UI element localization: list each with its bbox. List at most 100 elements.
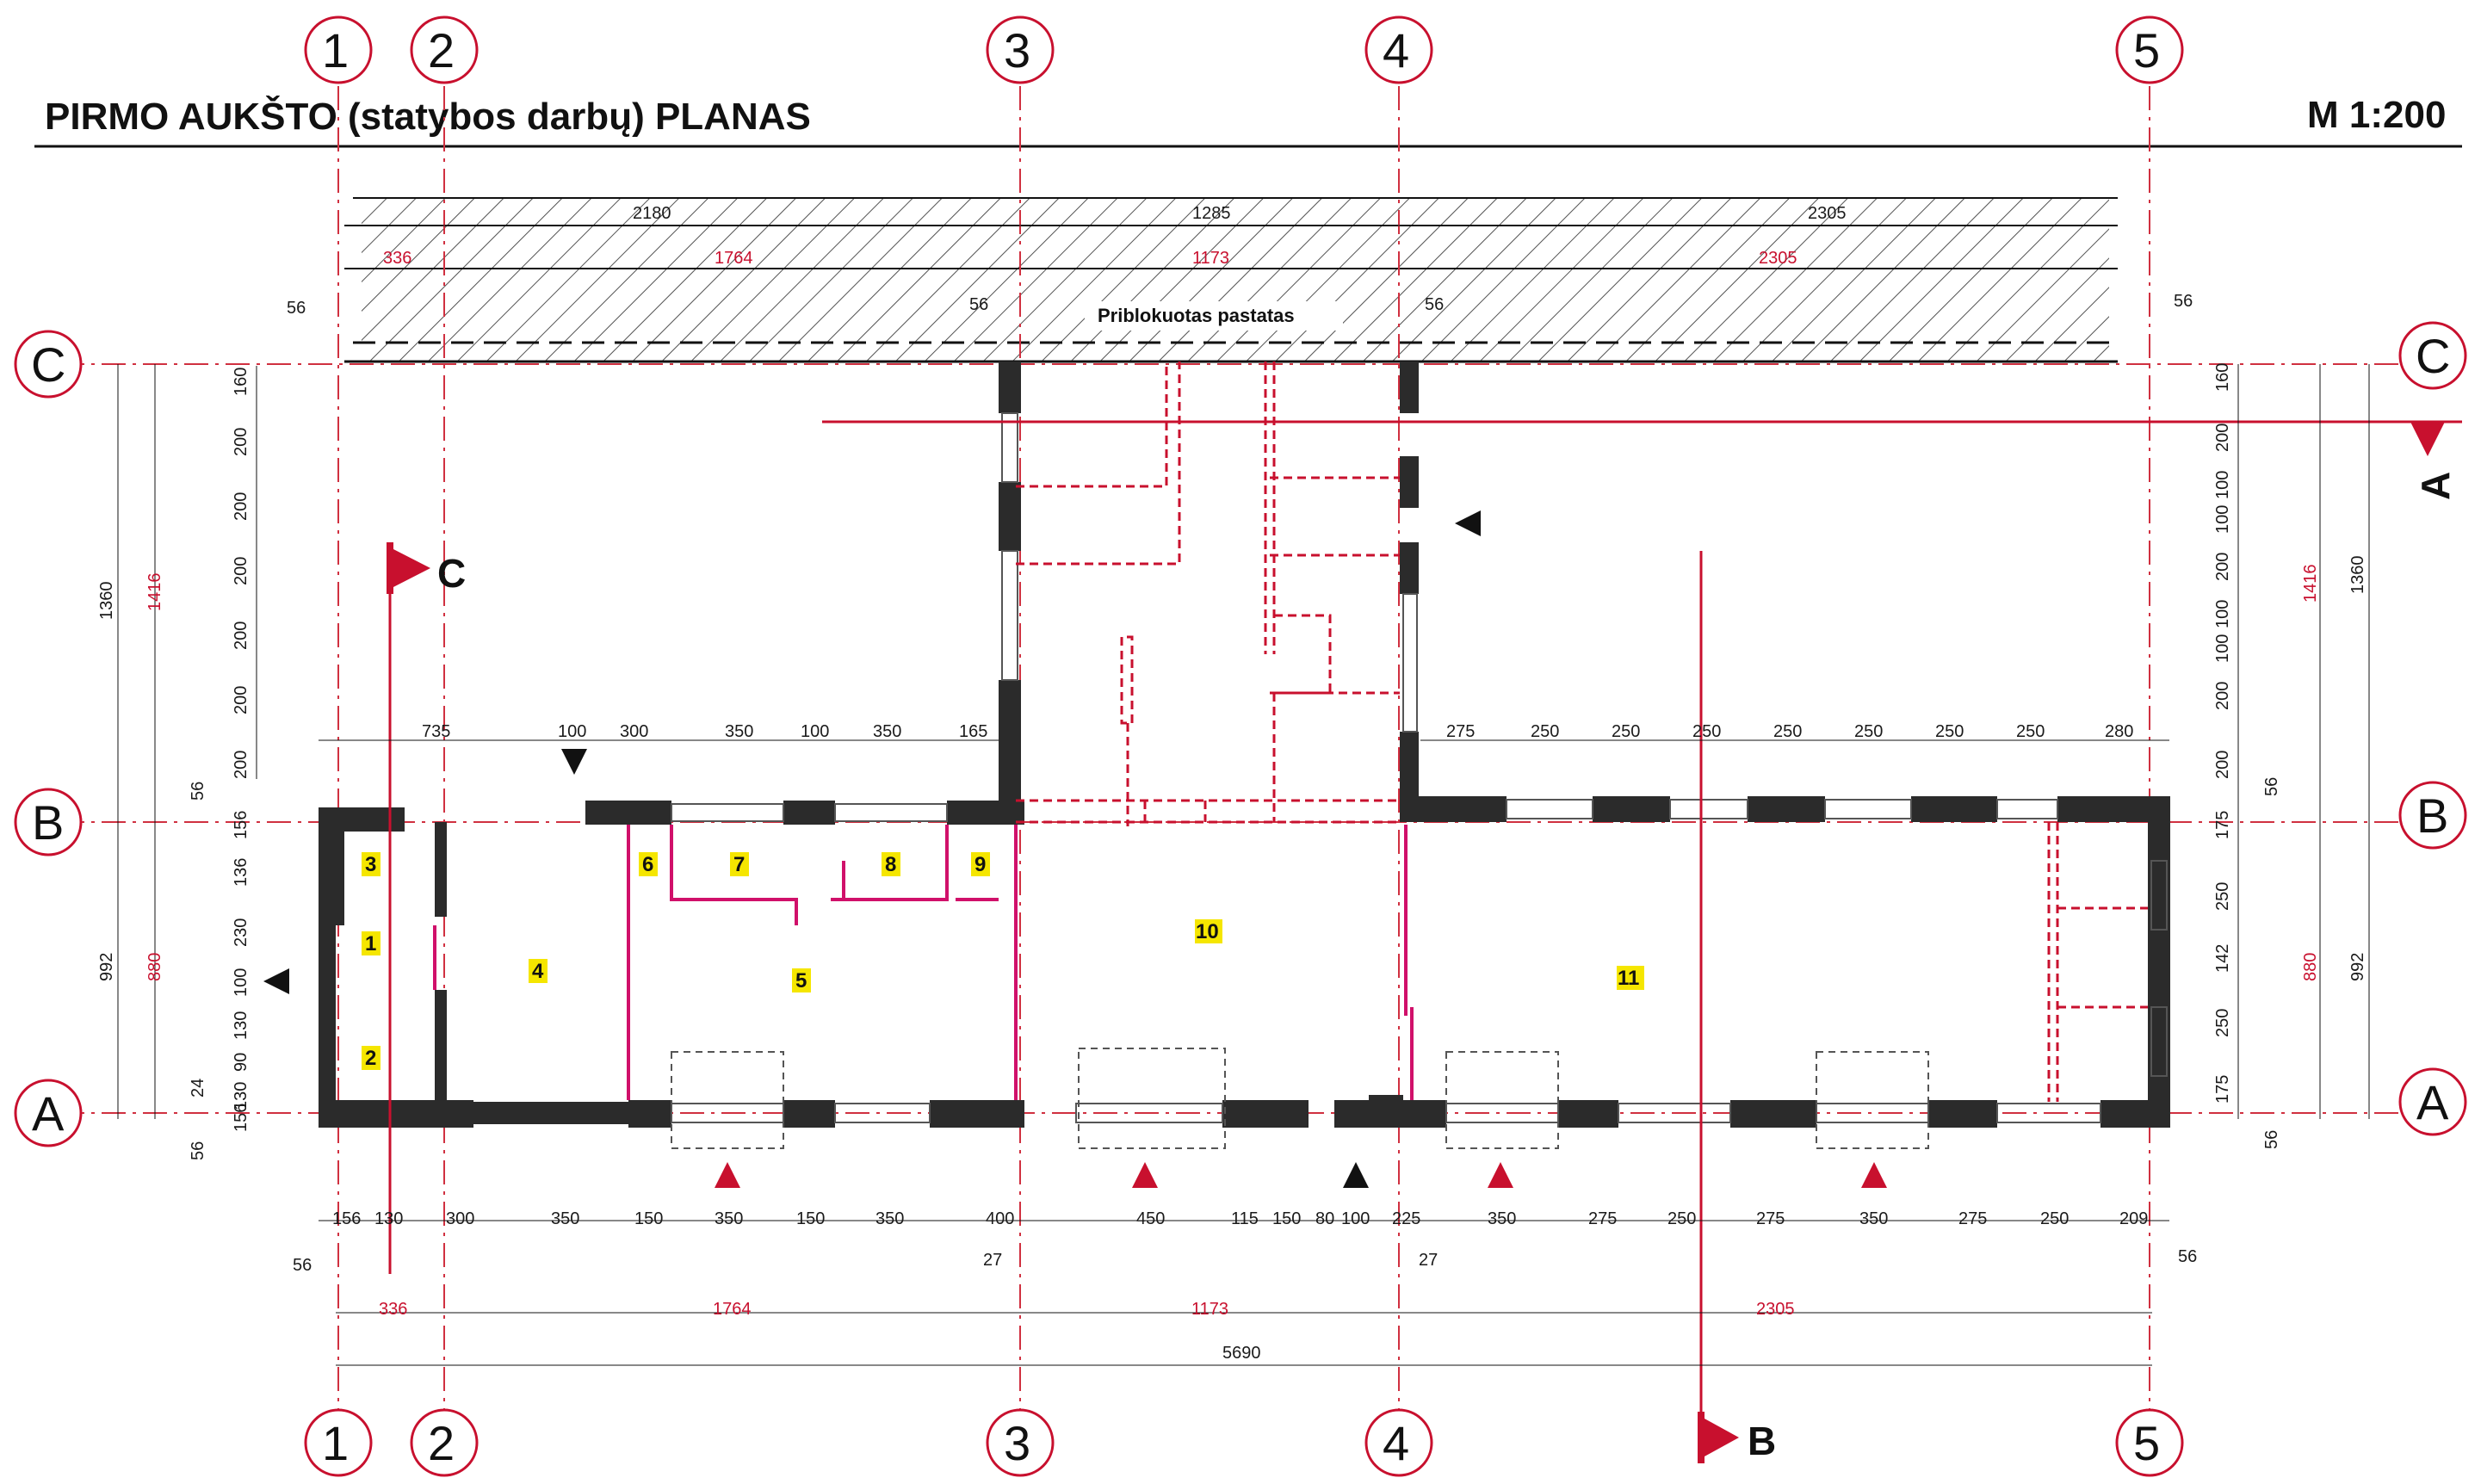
- svg-text:5: 5: [2133, 23, 2160, 77]
- svg-text:150: 150: [796, 1209, 825, 1228]
- svg-text:100: 100: [2213, 471, 2232, 499]
- svg-text:1173: 1173: [1191, 1300, 1228, 1319]
- svg-text:56: 56: [287, 299, 306, 318]
- svg-text:880: 880: [2301, 953, 2320, 981]
- svg-text:1: 1: [322, 1416, 349, 1470]
- svg-text:250: 250: [1612, 722, 1640, 741]
- svg-text:1: 1: [322, 23, 349, 77]
- svg-text:150: 150: [634, 1209, 663, 1228]
- svg-text:5690: 5690: [1222, 1344, 1261, 1363]
- svg-text:100: 100: [232, 968, 251, 997]
- svg-text:280: 280: [2105, 722, 2133, 741]
- axis-3-bottom: 3: [986, 1408, 1055, 1477]
- svg-text:100: 100: [558, 722, 586, 741]
- svg-text:230: 230: [232, 918, 251, 947]
- svg-text:1416: 1416: [145, 573, 164, 612]
- svg-text:250: 250: [1531, 722, 1559, 741]
- svg-text:56: 56: [969, 295, 988, 314]
- svg-text:8: 8: [885, 853, 896, 876]
- svg-text:130: 130: [232, 1082, 251, 1110]
- svg-text:250: 250: [2213, 1009, 2232, 1037]
- svg-text:56: 56: [2178, 1247, 2197, 1266]
- axis-3-top: 3: [986, 15, 1055, 84]
- svg-text:250: 250: [1667, 1209, 1696, 1228]
- svg-text:24: 24: [189, 1079, 207, 1098]
- svg-text:56: 56: [2262, 777, 2281, 796]
- svg-text:200: 200: [232, 492, 251, 521]
- svg-text:250: 250: [1854, 722, 1883, 741]
- plan-title: PIRMO AUKŠTO (statybos darbų) PLANAS: [45, 94, 811, 138]
- section-b-marker: B: [1698, 1412, 1776, 1463]
- svg-text:160: 160: [2213, 363, 2232, 392]
- svg-text:100: 100: [2213, 600, 2232, 628]
- svg-text:200: 200: [2213, 424, 2232, 452]
- svg-text:80: 80: [1315, 1209, 1334, 1228]
- svg-text:1764: 1764: [713, 1300, 752, 1319]
- svg-text:7: 7: [733, 853, 745, 876]
- svg-text:B: B: [32, 795, 64, 850]
- svg-text:100: 100: [2213, 505, 2232, 534]
- svg-text:156: 156: [232, 811, 251, 839]
- dimension-left: 160 200 200 200 200 200 200 56 156 136 2…: [97, 364, 257, 1160]
- svg-text:275: 275: [1756, 1209, 1785, 1228]
- axis-b-right: B: [2398, 781, 2467, 850]
- room-label-2: 2: [362, 1046, 381, 1070]
- axis-5-bottom: 5: [2115, 1408, 2184, 1477]
- svg-text:200: 200: [2213, 751, 2232, 779]
- svg-text:150: 150: [1272, 1209, 1301, 1228]
- adjacent-building: Priblokuotas pastatas: [344, 197, 2118, 363]
- svg-text:2305: 2305: [1759, 249, 1797, 268]
- adjacent-building-label: Priblokuotas pastatas: [1098, 305, 1295, 326]
- svg-text:4: 4: [1383, 1416, 1409, 1470]
- svg-text:200: 200: [2213, 682, 2232, 710]
- svg-text:880: 880: [145, 953, 164, 981]
- room-label-1: 1: [362, 931, 381, 955]
- svg-text:2: 2: [428, 1416, 455, 1470]
- svg-text:1173: 1173: [1192, 249, 1229, 268]
- svg-text:27: 27: [1419, 1251, 1438, 1270]
- svg-text:B: B: [2416, 788, 2448, 843]
- svg-text:156: 156: [232, 1104, 251, 1132]
- room-label-8: 8: [882, 852, 900, 876]
- svg-text:C: C: [437, 551, 466, 596]
- svg-text:350: 350: [1488, 1209, 1516, 1228]
- svg-text:1: 1: [365, 932, 376, 955]
- room-labels: 1 2 3 4 5 6 7 8 9 10 11: [362, 852, 1644, 1070]
- svg-text:2: 2: [428, 23, 455, 77]
- svg-text:3: 3: [1004, 1416, 1030, 1470]
- svg-text:142: 142: [2213, 944, 2232, 973]
- svg-text:200: 200: [232, 621, 251, 650]
- axis-5-top: 5: [2115, 15, 2184, 84]
- svg-text:275: 275: [1958, 1209, 1987, 1228]
- section-lines: [388, 420, 2462, 1420]
- svg-text:200: 200: [232, 751, 251, 779]
- axis-2-top: 2: [410, 15, 479, 84]
- entrance-arrow-west: [263, 968, 289, 994]
- windows: [671, 412, 2168, 1123]
- svg-text:90: 90: [232, 1053, 251, 1072]
- room-label-11: 11: [1617, 966, 1644, 990]
- svg-text:100: 100: [801, 722, 829, 741]
- svg-text:250: 250: [2213, 882, 2232, 911]
- svg-text:2: 2: [365, 1047, 376, 1070]
- svg-text:2305: 2305: [1756, 1300, 1795, 1319]
- interior-partitions: [433, 825, 1414, 1100]
- entrance-arrows: [263, 510, 1887, 1188]
- scale-label: M 1:200: [2307, 94, 2446, 136]
- axis-1-bottom: 1: [304, 1408, 373, 1477]
- axis-4-top: 4: [1364, 15, 1433, 84]
- svg-text:A: A: [2413, 472, 2458, 500]
- walls: [319, 362, 2170, 1128]
- svg-text:11: 11: [1618, 967, 1639, 990]
- svg-text:27: 27: [983, 1251, 1002, 1270]
- svg-text:1360: 1360: [97, 582, 116, 621]
- svg-text:136: 136: [232, 858, 251, 887]
- svg-text:200: 200: [232, 428, 251, 456]
- south-openings: [671, 1048, 1929, 1149]
- dimension-right: 160 200 100 100 200 100 100 200 200 56 1…: [2213, 363, 2370, 1149]
- svg-text:225: 225: [1392, 1209, 1420, 1228]
- svg-text:4: 4: [532, 960, 544, 983]
- axis-b-left: B: [14, 788, 83, 856]
- svg-text:350: 350: [875, 1209, 904, 1228]
- svg-text:A: A: [2416, 1075, 2449, 1129]
